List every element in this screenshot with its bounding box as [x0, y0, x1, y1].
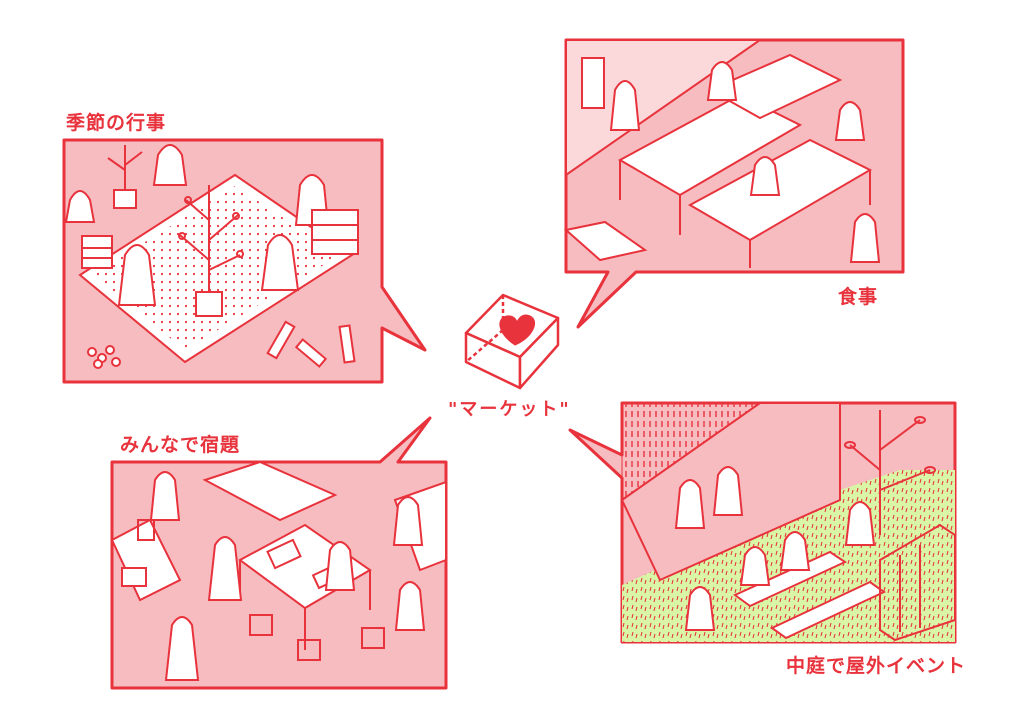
logs [87, 320, 356, 369]
visitors [674, 466, 876, 631]
caption-courtyard-event: 中庭で屋外イベント [786, 655, 967, 677]
caption-seasonal-events: 季節の行事 [66, 112, 167, 134]
greenhouse [879, 523, 956, 642]
small-potted-tree [107, 145, 143, 209]
side-counter [563, 220, 648, 262]
panel-seasonal-events [62, 138, 427, 384]
benches [733, 550, 886, 640]
dining-tables [617, 53, 873, 268]
diners [609, 61, 881, 263]
heart-icon [499, 314, 535, 346]
crates [81, 209, 359, 269]
panel-homework [110, 416, 448, 690]
chairs [137, 519, 385, 661]
panel-courtyard [568, 401, 957, 644]
tree [844, 410, 936, 535]
figure-group [64, 144, 330, 306]
wall-poster [581, 57, 605, 109]
caption-meals: 食事 [838, 286, 879, 308]
potted-tree [178, 185, 244, 317]
panel-meals [563, 38, 905, 329]
house-heart-icon [464, 293, 560, 390]
caption-homework: みんなで宿題 [120, 434, 241, 456]
center-label-market: "マーケット" [448, 399, 571, 420]
students [149, 471, 426, 681]
